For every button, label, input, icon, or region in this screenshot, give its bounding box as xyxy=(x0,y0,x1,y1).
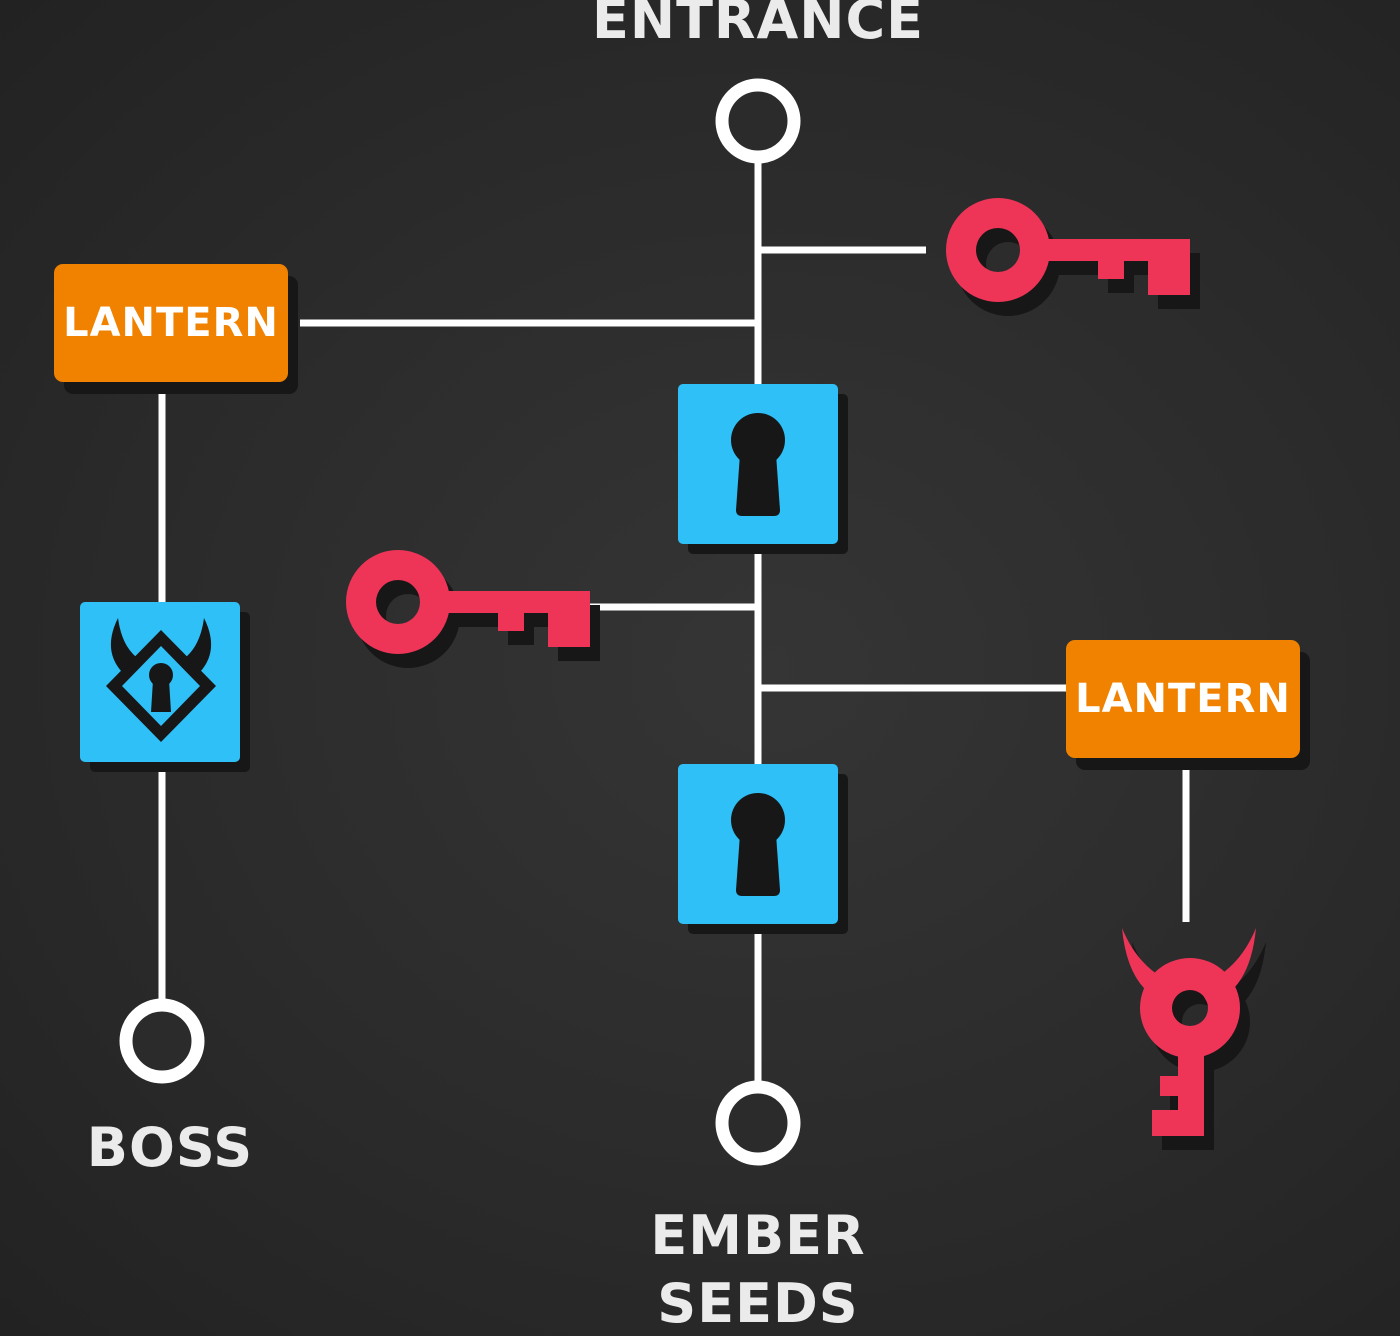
boss-lock-icon xyxy=(80,602,250,772)
key-icon xyxy=(346,550,600,668)
ember-seeds-node xyxy=(715,1080,801,1166)
ember-seeds-label-line1: EMBER xyxy=(650,1204,866,1267)
lantern-label: LANTERN xyxy=(63,300,279,346)
key-icon xyxy=(946,198,1200,316)
entrance-label: ENTRANCE xyxy=(592,0,924,51)
boss-key-icon xyxy=(1122,928,1266,1150)
entrance-node xyxy=(715,78,801,164)
lantern-tag-left: LANTERN xyxy=(54,264,288,382)
keyhole-lock-icon xyxy=(678,764,848,934)
lantern-label: LANTERN xyxy=(1075,676,1291,722)
keyhole-lock-icon xyxy=(678,384,848,554)
ember-seeds-label-line2: SEEDS xyxy=(657,1272,859,1335)
boss-label: BOSS xyxy=(86,1116,254,1179)
lantern-tag-right: LANTERN xyxy=(1066,640,1300,758)
boss-node xyxy=(119,998,205,1084)
